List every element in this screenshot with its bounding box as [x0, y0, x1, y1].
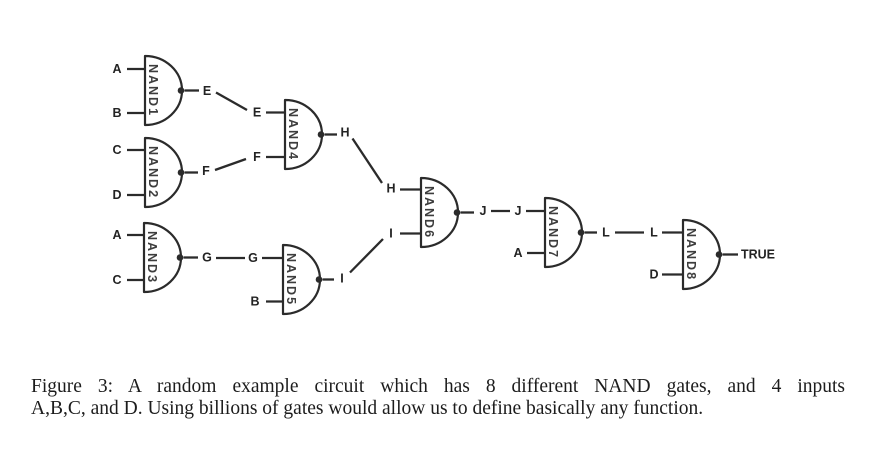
label-output-true: TRUE [741, 248, 775, 262]
label-l-source: L [602, 226, 610, 240]
label-e-dest: E [253, 106, 261, 120]
wire-e-diagonal [215, 91, 248, 112]
nand7-gate: NAND7 [526, 196, 597, 269]
label-input-c-nand2: C [112, 143, 121, 157]
label-h-dest: H [386, 182, 395, 196]
signal-labels: A B C D A C E E F F G G B H H I I J J A … [112, 62, 775, 309]
label-g-dest: G [248, 251, 258, 265]
label-input-b-nand1: B [112, 106, 121, 120]
nand4-output-dot [317, 131, 325, 138]
nand3-gate: NAND3 [127, 221, 198, 294]
nand1-gate: NAND1 [127, 54, 199, 127]
nand5-gate: NAND5 [262, 243, 334, 316]
nand1-output-dot [177, 87, 185, 94]
circuit-diagram: NAND1 NAND2 NAND3 NAND4 [112, 54, 775, 316]
label-input-a-nand1: A [112, 62, 121, 76]
label-h-source: H [340, 126, 349, 140]
nand7-gate-label: NAND7 [546, 206, 560, 259]
label-input-b-nand5: B [250, 295, 259, 309]
label-i-source: I [340, 272, 343, 286]
label-input-a-nand3: A [112, 228, 121, 242]
nand5-gate-label: NAND5 [284, 253, 298, 306]
nand1-gate-label: NAND1 [146, 64, 160, 117]
label-input-c-nand3: C [112, 273, 121, 287]
label-j-dest: J [515, 204, 522, 218]
nand7-output-dot [577, 229, 585, 236]
nand5-output-dot [315, 276, 323, 283]
nand2-gate-label: NAND2 [146, 146, 160, 199]
wire-f-diagonal [214, 157, 247, 172]
nand3-gate-label: NAND3 [145, 231, 159, 284]
nand6-gate-label: NAND6 [422, 186, 436, 239]
label-i-dest: I [389, 227, 392, 241]
wire-i-diagonal [349, 238, 384, 274]
caption-line-2: A,B,C, and D. Using billions of gates wo… [31, 398, 704, 419]
label-f-dest: F [253, 150, 261, 164]
nand8-output-dot [715, 251, 723, 258]
label-l-dest: L [650, 226, 658, 240]
nand8-gate: NAND8 [662, 218, 738, 291]
label-j-source: J [480, 204, 487, 218]
nand2-gate: NAND2 [127, 136, 198, 209]
connector-wires [214, 91, 644, 274]
nand4-gate: NAND4 [266, 98, 337, 171]
label-input-d-nand8: D [649, 268, 658, 282]
label-g-source: G [202, 251, 212, 265]
nand3-output-dot [176, 254, 184, 261]
label-f-source: F [202, 164, 210, 178]
figure-caption: Figure 3: A random example circuit which… [31, 376, 845, 420]
nand6-gate: NAND6 [400, 176, 474, 249]
nand2-output-dot [177, 169, 185, 176]
nand8-gate-label: NAND8 [684, 228, 698, 281]
nand6-output-dot [453, 209, 461, 216]
label-input-a-nand7: A [513, 246, 522, 260]
label-e-source: E [203, 84, 211, 98]
caption-line-1: Figure 3: A random example circuit which… [31, 376, 845, 397]
wire-h-diagonal [351, 137, 383, 184]
label-input-d-nand2: D [112, 188, 121, 202]
nand4-gate-label: NAND4 [286, 108, 300, 161]
